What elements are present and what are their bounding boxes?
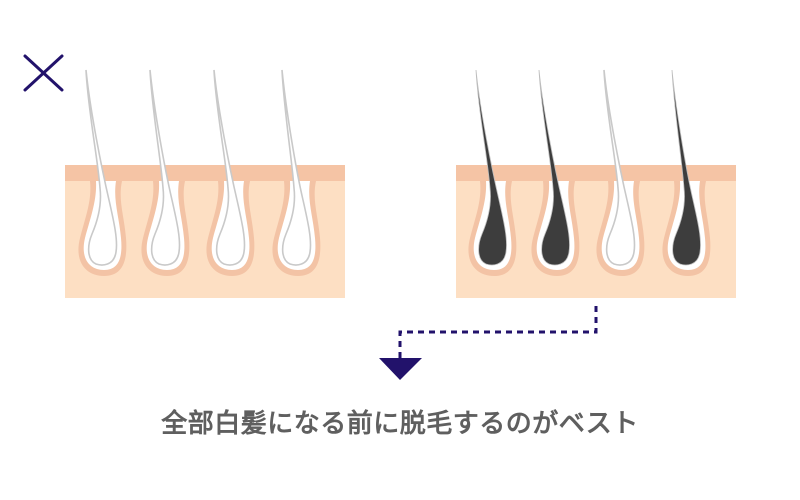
dark-hair-follicle <box>468 69 517 276</box>
white-hair-follicle <box>78 69 127 276</box>
down-arrow-icon <box>379 358 422 380</box>
caption-text: 全部白髪になる前に脱毛するのがベスト <box>161 409 639 439</box>
skin-surface-band <box>65 165 345 181</box>
x-mark-icon <box>23 54 64 92</box>
dark-hair-follicle <box>662 69 711 276</box>
white-hair-follicle <box>206 69 255 276</box>
white-hair-follicle <box>596 69 645 276</box>
right-panel-mixed-hair <box>456 69 736 298</box>
dashed-connector <box>398 306 598 360</box>
white-hair-follicle <box>141 69 190 276</box>
left-panel-all-white-hair <box>65 69 345 298</box>
dark-hair-follicle <box>531 69 580 276</box>
skin-surface-band <box>456 165 736 181</box>
white-hair-follicle <box>272 69 321 276</box>
